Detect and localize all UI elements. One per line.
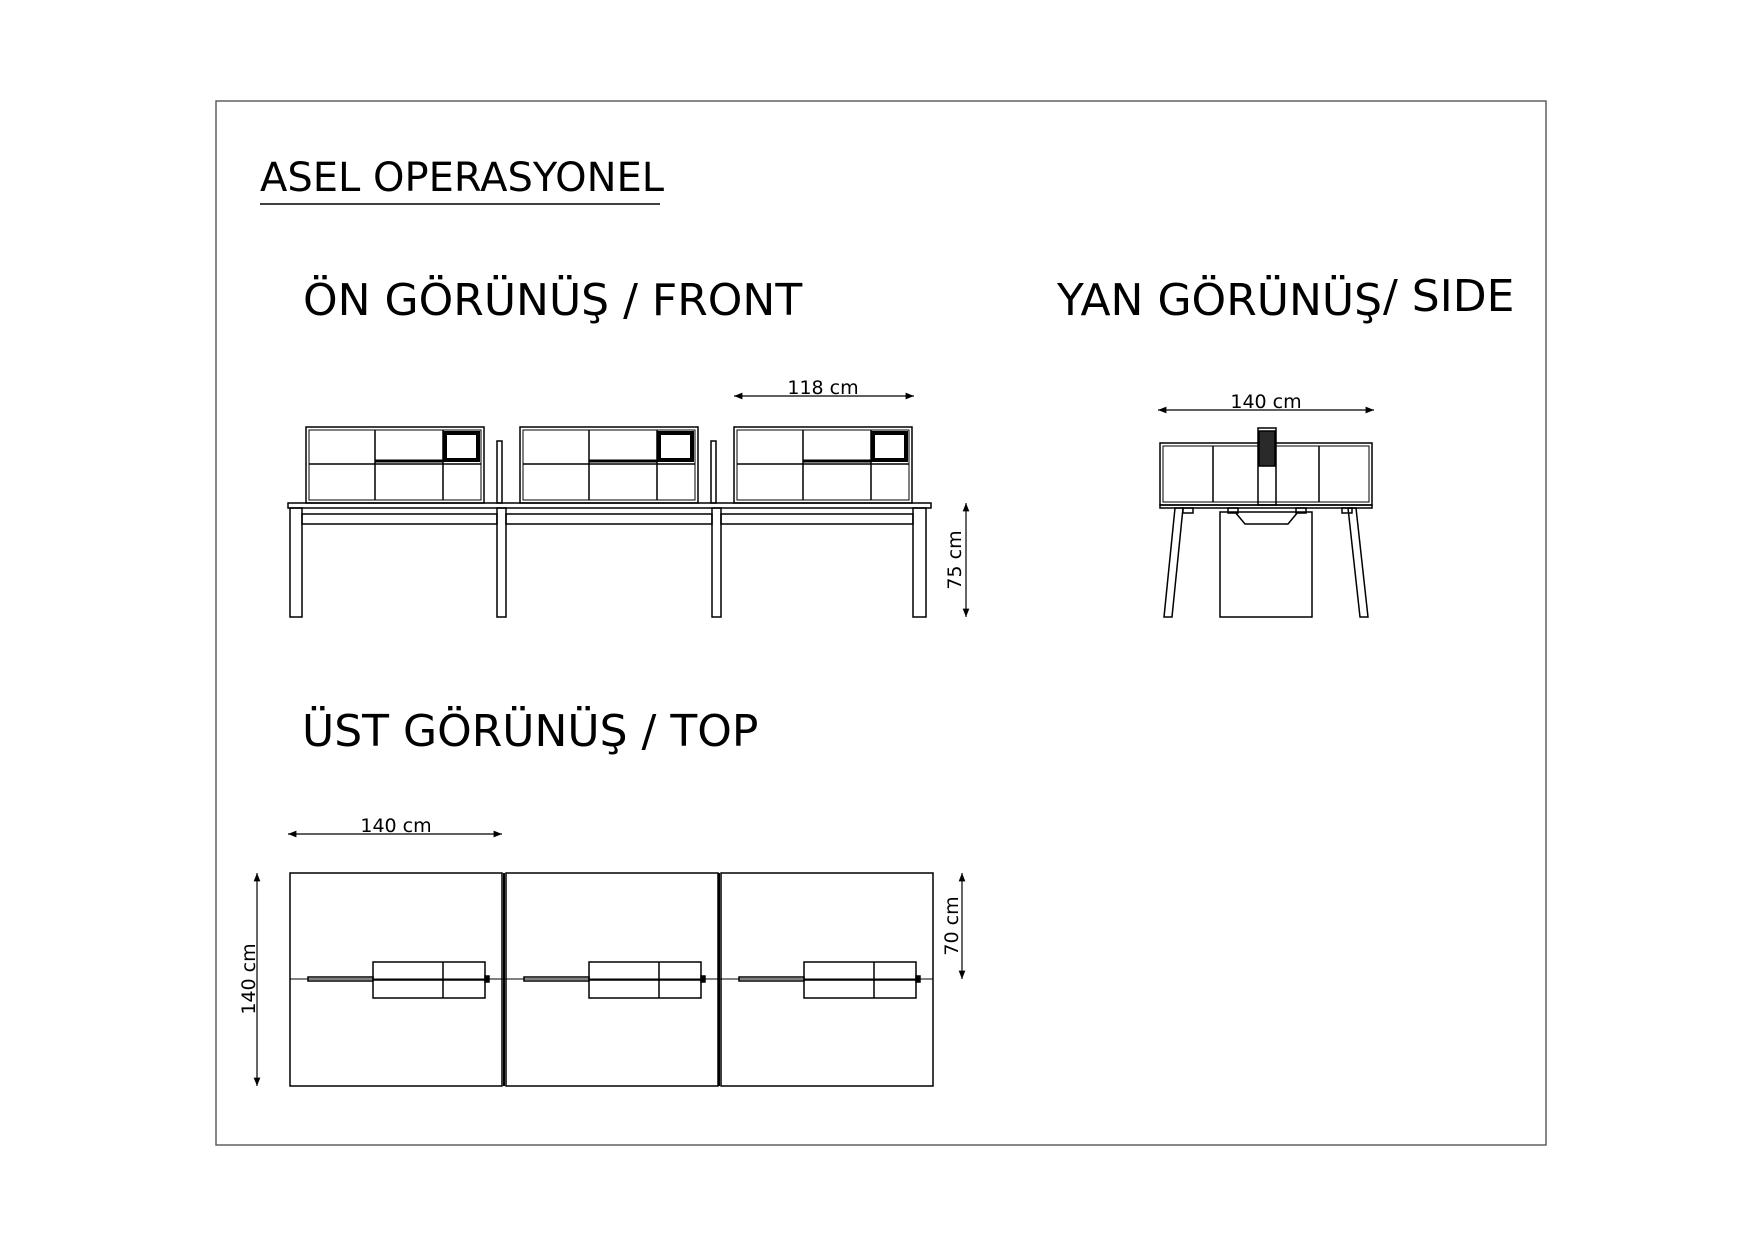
front-leg [289,507,303,618]
side-desktop [1159,504,1373,509]
side-cable-tray [1234,511,1299,525]
side-view-title-suffix: / SIDE [1383,271,1514,322]
side-view-title: YAN GÖRÜNÜŞ [1056,274,1382,326]
top-half-depth-label: 70 cm [941,896,963,955]
front-rail [301,513,498,525]
top-width-label: 140 cm [360,815,431,837]
front-view-title: ÖN GÖRÜNÜŞ / FRONT [303,274,802,326]
front-desktop [287,502,932,509]
side-view [1158,406,1374,618]
front-leg [912,507,927,618]
front-leg [711,507,722,618]
front-width-label: 118 cm [787,377,858,399]
front-storage-unit [305,426,485,504]
front-storage-unit [733,426,913,504]
side-leg [1347,507,1369,618]
front-leg [496,507,507,618]
drawing-title: ASEL OPERASYONEL [260,155,665,201]
front-rail [720,513,914,525]
front-storage-unit [519,426,699,504]
top-view [253,830,966,1087]
front-panel-divider [710,440,717,504]
front-height-label: 75 cm [944,530,966,589]
top-depth-label: 140 cm [238,943,260,1014]
front-rail [505,513,713,525]
top-view-title: ÜST GÖRÜNÜŞ / TOP [302,705,758,757]
side-leg [1163,507,1184,618]
front-panel-divider [496,440,503,504]
side-power-module [1258,430,1276,467]
drawing-frame [215,100,1547,1146]
front-view [287,392,970,618]
side-width-label: 140 cm [1230,391,1301,413]
side-modesty-panel [1219,511,1313,618]
